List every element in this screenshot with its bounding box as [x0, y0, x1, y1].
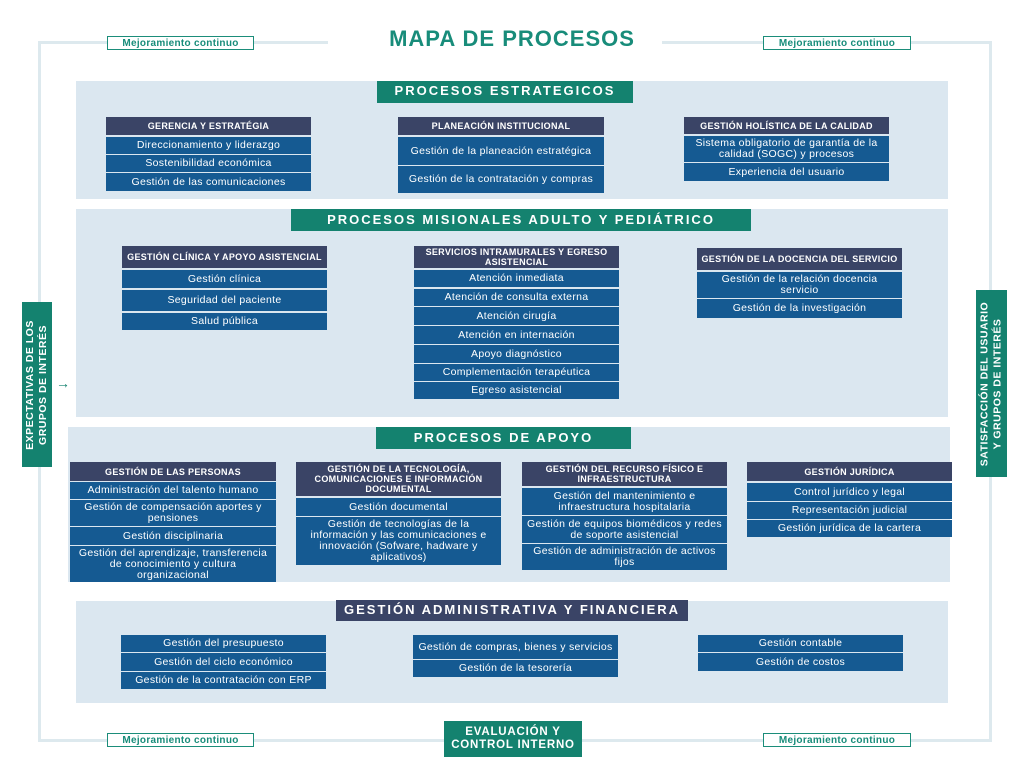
satisfaccion-side-bar: SATISFACCIÓN DEL USUARIO Y GRUPOS DE INT…	[976, 290, 1007, 477]
item-egreso-asistencial: Egreso asistencial	[414, 382, 619, 399]
mejoramiento-bottom-left: Mejoramiento continuo	[107, 733, 254, 747]
item-comunicaciones: Gestión de las comunicaciones	[106, 173, 311, 191]
item-consulta-externa: Atención de consulta externa	[414, 289, 619, 306]
item-experiencia-usuario: Experiencia del usuario	[684, 163, 889, 181]
group-header-planeacion: PLANEACIÓN INSTITUCIONAL	[398, 117, 604, 135]
administrativa-title: GESTIÓN ADMINISTRATIVA Y FINANCIERA	[336, 600, 688, 621]
item-activos-fijos: Gestión de administración de activos fij…	[522, 544, 727, 570]
apoyo-title: PROCESOS DE APOYO	[376, 427, 631, 449]
group-header-gestion-clinica: GESTIÓN CLÍNICA Y APOYO ASISTENCIAL	[122, 246, 327, 268]
item-ciclo-economico: Gestión del ciclo económico	[121, 653, 326, 671]
item-sogc: Sistema obligatorio de garantía de la ca…	[684, 136, 889, 162]
group-header-personas: GESTIÓN DE LAS PERSONAS	[70, 462, 276, 481]
item-seguridad-paciente: Seguridad del paciente	[122, 290, 327, 311]
item-tesoreria: Gestión de la tesorería	[413, 660, 618, 677]
item-docencia-servicio: Gestión de la relación docencia servicio	[697, 272, 902, 298]
item-internacion: Atención en internación	[414, 326, 619, 344]
item-gestion-documental: Gestión documental	[296, 498, 501, 516]
mejoramiento-bottom-right: Mejoramiento continuo	[763, 733, 911, 747]
item-complementacion: Complementación terapéutica	[414, 364, 619, 381]
mejoramiento-top-left: Mejoramiento continuo	[107, 36, 254, 50]
item-gestion-contable: Gestión contable	[698, 635, 903, 652]
item-planeacion-estrategica: Gestión de la planeación estratégica	[398, 137, 604, 165]
item-atencion-cirugia: Atención cirugía	[414, 307, 619, 325]
item-gestion-clinica: Gestión clínica	[122, 270, 327, 288]
group-header-docencia: GESTIÓN DE LA DOCENCIA DEL SERVICIO	[697, 248, 902, 270]
mejoramiento-top-right: Mejoramiento continuo	[763, 36, 911, 50]
item-compensacion: Gestión de compensación aportes y pensio…	[70, 500, 276, 526]
expectativas-text: EXPECTATIVAS DE LOS GRUPOS DE INTERÉS	[24, 319, 49, 450]
item-atencion-inmediata: Atención inmediata	[414, 270, 619, 287]
item-contratacion-compras: Gestión de la contratación y compras	[398, 166, 604, 193]
page-title: MAPA DE PROCESOS	[389, 26, 635, 51]
item-investigacion: Gestión de la investigación	[697, 299, 902, 318]
item-juridica-cartera: Gestión jurídica de la cartera	[747, 520, 952, 537]
item-presupuesto: Gestión del presupuesto	[121, 635, 326, 652]
misionales-title: PROCESOS MISIONALES ADULTO Y PEDIÁTRICO	[291, 209, 751, 231]
item-talento-humano: Administración del talento humano	[70, 482, 276, 499]
group-header-juridica: GESTIÓN JURÍDICA	[747, 462, 952, 481]
evaluacion-control-box: EVALUACIÓN Y CONTROL INTERNO	[444, 721, 582, 757]
item-salud-publica: Salud pública	[122, 313, 327, 330]
item-compras-bienes: Gestión de compras, bienes y servicios	[413, 635, 618, 659]
item-gestion-costos: Gestión de costos	[698, 653, 903, 671]
group-header-calidad: GESTIÓN HOLÍSTICA DE LA CALIDAD	[684, 117, 889, 134]
item-sostenibilidad: Sostenibilidad económica	[106, 155, 311, 172]
group-header-tecnologia: GESTIÓN DE LA TECNOLOGÍA, COMUNICACIONES…	[296, 462, 501, 496]
arrow-right-icon: →	[56, 375, 70, 391]
item-direccionamiento: Direccionamiento y liderazgo	[106, 137, 311, 154]
item-control-juridico: Control jurídico y legal	[747, 483, 952, 501]
item-disciplinaria: Gestión disciplinaria	[70, 527, 276, 545]
item-contratacion-erp: Gestión de la contratación con ERP	[121, 672, 326, 689]
satisfaccion-text: SATISFACCIÓN DEL USUARIO Y GRUPOS DE INT…	[978, 301, 1004, 466]
item-representacion-judicial: Representación judicial	[747, 502, 952, 519]
item-tecnologias-informacion: Gestión de tecnologías de la información…	[296, 517, 501, 565]
item-equipos-biomedicos: Gestión de equipos biomédicos y redes de…	[522, 516, 727, 543]
item-aprendizaje: Gestión del aprendizaje, transferencia d…	[70, 546, 276, 582]
group-header-servicios: SERVICIOS INTRAMURALES Y EGRESO ASISTENC…	[414, 246, 619, 268]
evaluacion-control-text: EVALUACIÓN Y CONTROL INTERNO	[451, 726, 575, 751]
group-header-gerencia: GERENCIA Y ESTRATÉGIA	[106, 117, 311, 135]
estrategicos-title: PROCESOS ESTRATEGICOS	[377, 81, 633, 103]
expectativas-side-bar: EXPECTATIVAS DE LOS GRUPOS DE INTERÉS	[22, 302, 52, 467]
item-mantenimiento: Gestión del mantenimiento e infraestruct…	[522, 488, 727, 515]
item-apoyo-diagnostico: Apoyo diagnóstico	[414, 345, 619, 363]
group-header-recurso-fisico: GESTIÓN DEL RECURSO FÍSICO E INFRAESTRUC…	[522, 462, 727, 486]
